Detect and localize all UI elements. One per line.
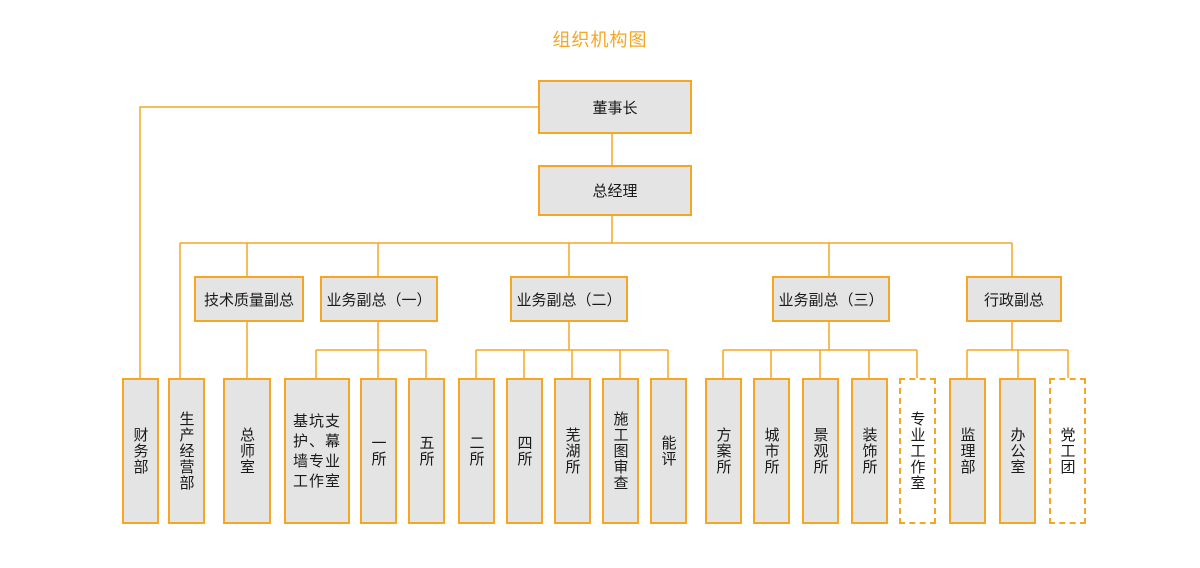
unit-scheme-office-label: 方案所 — [714, 427, 733, 475]
unit-office4-box: 四所 — [506, 378, 543, 524]
unit-drawing-review-label: 施工图审查 — [611, 411, 630, 491]
unit-decoration-office-box: 装饰所 — [851, 378, 888, 524]
unit-landscape-office-label: 景观所 — [811, 427, 830, 475]
unit-scheme-office-box: 方案所 — [705, 378, 742, 524]
unit-office4-label: 四所 — [515, 435, 534, 467]
vp-business-1-box: 业务副总（一） — [320, 276, 438, 322]
general-manager-box: 总经理 — [538, 165, 692, 216]
unit-finance-label: 财务部 — [131, 427, 150, 475]
unit-office1-label: 一所 — [369, 435, 388, 467]
chairman-box: 董事长 — [538, 80, 692, 134]
unit-landscape-office-box: 景观所 — [802, 378, 839, 524]
vp-tech-quality-box: 技术质量副总 — [194, 276, 304, 322]
vp-admin-box: 行政副总 — [966, 276, 1062, 322]
unit-chief-engineer-label: 总师室 — [238, 427, 256, 475]
vp-business-2-label: 业务副总（二） — [516, 290, 622, 309]
unit-special-studio-box: 专业工作室 — [899, 378, 936, 524]
unit-party-league-box: 党工团 — [1049, 378, 1086, 524]
unit-production-label: 生产经营部 — [177, 411, 196, 491]
vp-business-3-label: 业务副总（三） — [778, 290, 884, 309]
unit-office2-label: 二所 — [467, 435, 486, 467]
unit-energy-eval-label: 能评 — [659, 435, 678, 467]
unit-admin-office-label: 办公室 — [1008, 427, 1027, 475]
general-manager-label: 总经理 — [592, 182, 638, 200]
unit-supervision-box: 监理部 — [949, 378, 986, 524]
unit-wuhu-office-label: 芜湖所 — [563, 427, 582, 475]
unit-supervision-label: 监理部 — [958, 427, 977, 475]
unit-office1-box: 一所 — [360, 378, 397, 524]
unit-urban-office-box: 城市所 — [753, 378, 790, 524]
vp-admin-label: 行政副总 — [983, 290, 1044, 309]
unit-chief-engineer-box: 总师室 — [223, 378, 271, 524]
unit-office5-label: 五所 — [417, 435, 436, 467]
unit-production-box: 生产经营部 — [168, 378, 205, 524]
vp-business-1-label: 业务副总（一） — [326, 290, 432, 309]
unit-urban-office-label: 城市所 — [762, 427, 781, 475]
chart-title: 组织机构图 — [552, 30, 648, 51]
unit-admin-office-box: 办公室 — [999, 378, 1036, 524]
unit-energy-eval-box: 能评 — [650, 378, 687, 524]
unit-wuhu-office-box: 芜湖所 — [554, 378, 591, 524]
unit-foundation-studio-box: 基坑支护、幕墙专业工作室 — [284, 378, 350, 524]
chairman-label: 董事长 — [592, 98, 638, 117]
unit-foundation-studio-label: 基坑支护、幕墙专业工作室 — [293, 412, 342, 490]
vp-business-3-box: 业务副总（三） — [772, 276, 890, 322]
unit-office2-box: 二所 — [458, 378, 495, 524]
unit-office5-box: 五所 — [408, 378, 445, 524]
vp-business-2-box: 业务副总（二） — [510, 276, 628, 322]
unit-special-studio-label: 专业工作室 — [908, 411, 927, 491]
unit-party-league-label: 党工团 — [1058, 427, 1077, 475]
unit-drawing-review-box: 施工图审查 — [602, 378, 639, 524]
unit-finance-box: 财务部 — [122, 378, 159, 524]
vp-tech-quality-label: 技术质量副总 — [203, 290, 294, 309]
unit-decoration-office-label: 装饰所 — [860, 427, 879, 475]
